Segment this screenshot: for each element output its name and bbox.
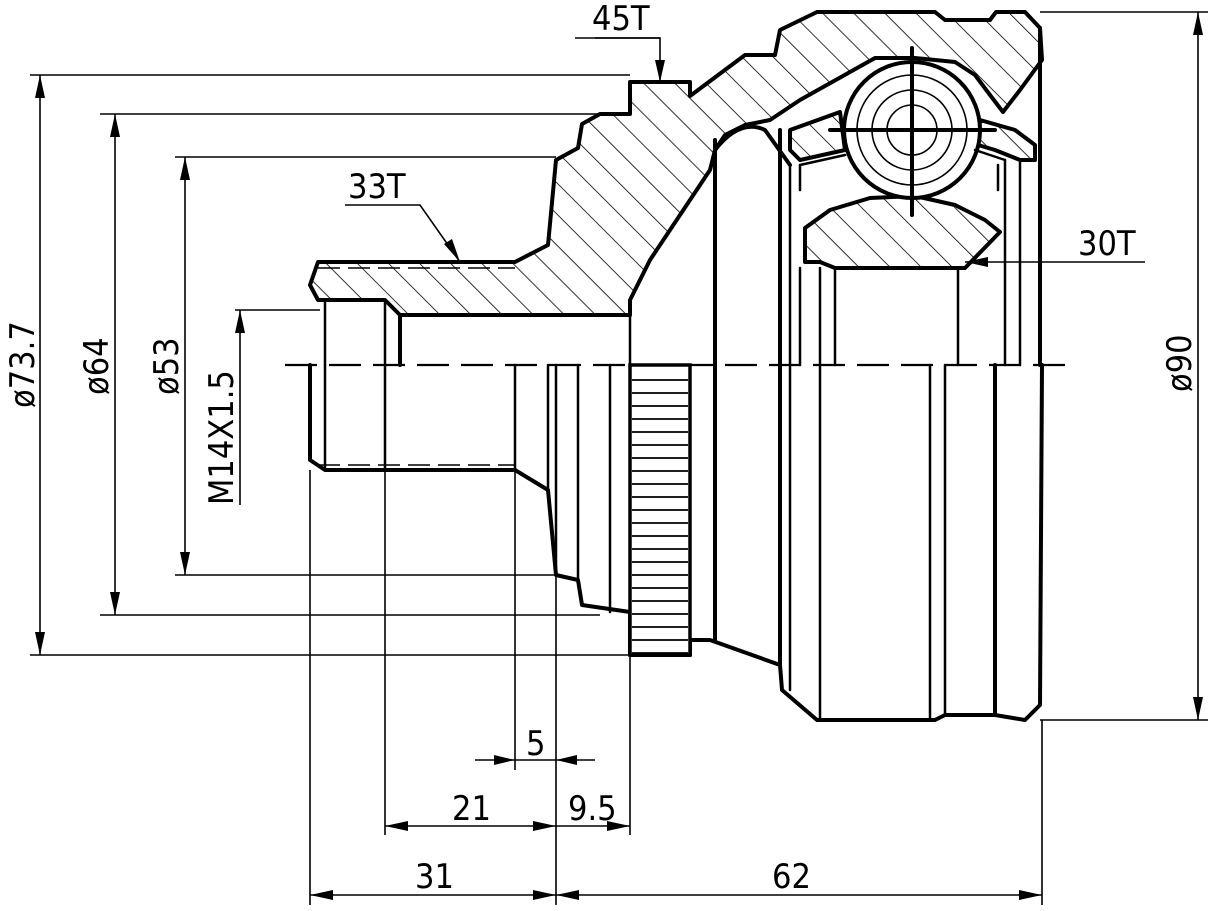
label-len-62: 62 [772, 857, 811, 897]
stub-shaft-section [308, 10, 1044, 317]
label-dia-64: ø64 [77, 337, 117, 395]
label-dia-73-7: ø73.7 [3, 321, 43, 408]
label-dia-53: ø53 [147, 337, 187, 395]
label-30t: 30T [1078, 224, 1136, 264]
label-33t: 33T [348, 167, 406, 207]
abs-ring [628, 363, 692, 657]
label-len-21: 21 [452, 789, 491, 829]
label-len-5: 5 [526, 724, 545, 764]
cage-section [788, 110, 847, 162]
section-upper-half [308, 10, 1044, 317]
label-len-31: 31 [415, 857, 454, 897]
dimensions [30, 11, 1208, 905]
inner-race-section [803, 194, 1002, 270]
label-thread: M14X1.5 [202, 370, 242, 505]
label-45t: 45T [592, 0, 650, 39]
label-dia-90: ø90 [1160, 334, 1200, 392]
label-len-9-5: 9.5 [568, 789, 617, 829]
ball [828, 46, 997, 217]
labels: 45T 33T 30T ø73.7 ø64 ø53 M14X1.5 ø90 5 … [3, 0, 1200, 897]
